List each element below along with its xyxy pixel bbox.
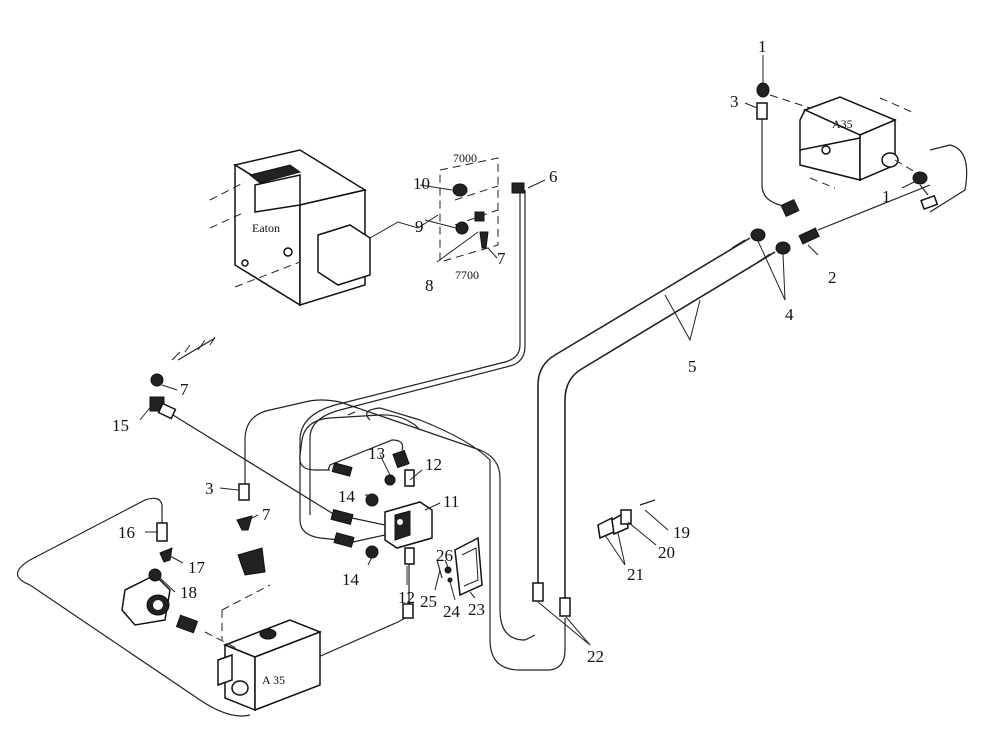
elbow-fitting-6 bbox=[511, 182, 525, 194]
callout-16: 16 bbox=[118, 523, 135, 542]
fitting-4a bbox=[750, 228, 766, 242]
fitting-12a bbox=[404, 469, 415, 487]
callout-24: 24 bbox=[443, 602, 461, 621]
callout-7-left: 7 bbox=[180, 380, 189, 399]
callout-21: 21 bbox=[627, 565, 644, 584]
callout-14-top: 14 bbox=[338, 487, 356, 506]
callout-14-bottom: 14 bbox=[342, 570, 360, 589]
elbow-fitting-1a bbox=[756, 82, 770, 98]
callout-7-bracket: 7 bbox=[497, 249, 506, 268]
callout-5: 5 bbox=[688, 357, 697, 376]
callout-15: 15 bbox=[112, 416, 129, 435]
fitting-bracket: 7000 7700 bbox=[439, 151, 499, 282]
valve-block-11 bbox=[384, 501, 433, 549]
swivel-fitting bbox=[237, 547, 266, 576]
a35-lower-label: A 35 bbox=[262, 673, 285, 687]
bracket-label-7000: 7000 bbox=[453, 151, 477, 165]
screw-25 bbox=[436, 559, 443, 579]
fitting-12b bbox=[404, 547, 415, 565]
callout-4: 4 bbox=[785, 305, 794, 324]
callout-3-left: 3 bbox=[205, 479, 214, 498]
fitting-7-center bbox=[236, 515, 253, 531]
callout-1-right: 1 bbox=[882, 187, 891, 206]
fitting-22a bbox=[532, 582, 544, 602]
fitting-18 bbox=[148, 568, 162, 582]
callout-1-top: 1 bbox=[758, 37, 767, 56]
callout-12-top: 12 bbox=[425, 455, 442, 474]
callout-19: 19 bbox=[673, 523, 690, 542]
eaton-pump-assembly: Eaton bbox=[233, 149, 371, 307]
callout-11: 11 bbox=[443, 492, 459, 511]
plate-20 bbox=[620, 509, 632, 525]
fitting-7-left bbox=[150, 373, 164, 387]
part-26 bbox=[444, 566, 452, 574]
fitting-4b bbox=[775, 241, 791, 255]
callout-18: 18 bbox=[180, 583, 197, 602]
callout-12-bottom: 12 bbox=[398, 588, 415, 607]
callout-3-top: 3 bbox=[730, 92, 739, 111]
a35-lower-valve: A 35 bbox=[217, 619, 323, 712]
fitting-17 bbox=[159, 547, 173, 563]
eaton-label: Eaton bbox=[252, 221, 280, 235]
callout-13: 13 bbox=[368, 444, 385, 463]
fitting-22b bbox=[559, 597, 571, 617]
fitting-13 bbox=[384, 474, 396, 486]
callout-10: 10 bbox=[413, 174, 430, 193]
fitting-3a bbox=[756, 102, 768, 120]
callout-8: 8 bbox=[425, 276, 434, 295]
callout-2: 2 bbox=[828, 268, 837, 287]
fitting-16 bbox=[156, 522, 168, 542]
fitting-14a bbox=[365, 493, 379, 507]
fitting-14b bbox=[365, 545, 379, 559]
callout-17: 17 bbox=[188, 558, 206, 577]
a35-upper-label: A35 bbox=[832, 117, 853, 131]
callout-20: 20 bbox=[658, 543, 675, 562]
callout-22: 22 bbox=[587, 647, 604, 666]
callout-9: 9 bbox=[415, 217, 424, 236]
callout-23: 23 bbox=[468, 600, 485, 619]
callout-6: 6 bbox=[549, 167, 558, 186]
callout-25: 25 bbox=[420, 592, 437, 611]
mounting-plate-23 bbox=[454, 536, 483, 597]
callout-26: 26 bbox=[436, 546, 453, 565]
pump-head-assembly bbox=[121, 574, 171, 626]
bolt-19 bbox=[639, 499, 656, 506]
fitting-3b bbox=[238, 483, 250, 501]
callout-7-center: 7 bbox=[262, 505, 271, 524]
a35-upper-valve: A35 bbox=[799, 96, 899, 182]
fitting-2 bbox=[798, 227, 820, 245]
bracket-label-7700: 7700 bbox=[455, 268, 479, 282]
washer-24 bbox=[447, 577, 453, 583]
